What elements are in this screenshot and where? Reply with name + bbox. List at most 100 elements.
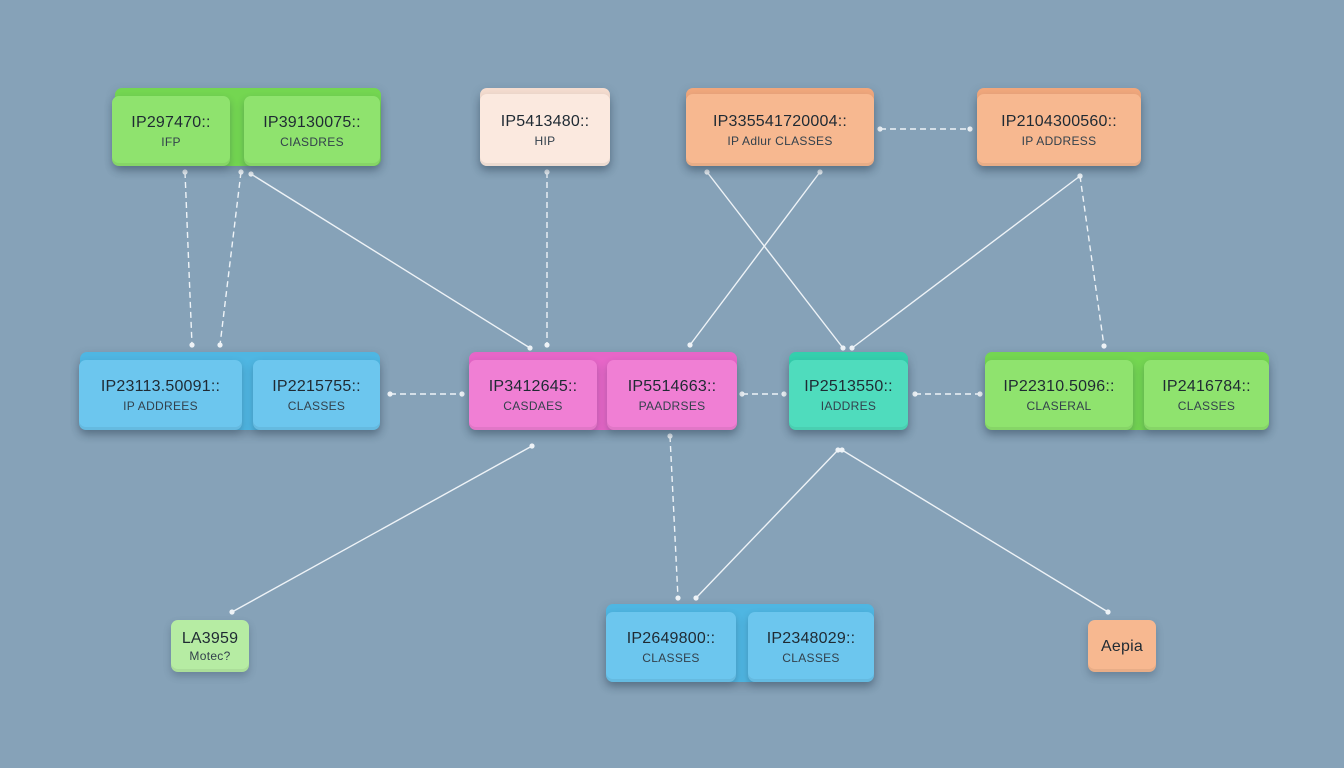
connector-endpoint xyxy=(977,391,983,397)
connector-endpoint xyxy=(687,342,693,348)
node-title: Aepia xyxy=(1101,637,1143,655)
node-group-top-right-a: IP335541720004:: IP Adlur CLASSES xyxy=(686,88,874,166)
connector-endpoint xyxy=(238,169,244,175)
connector-endpoint xyxy=(229,609,235,615)
connector-endpoint xyxy=(1105,609,1111,615)
node-title: IP3412645:: xyxy=(488,377,578,395)
node-subtitle: PAADRSES xyxy=(638,398,706,413)
connector-line xyxy=(184,171,193,346)
connector-endpoint xyxy=(835,447,841,453)
node-subtitle: IP Adlur CLASSES xyxy=(727,133,833,148)
node-ip2348029[interactable]: IP2348029:: CLASSES xyxy=(748,612,874,682)
connector-endpoint xyxy=(459,391,465,397)
connector-endpoint xyxy=(877,126,883,132)
connector-endpoint xyxy=(817,169,823,175)
connector-endpoint xyxy=(739,391,745,397)
node-subtitle: IFP xyxy=(161,134,181,149)
connector-line xyxy=(841,449,1109,613)
connector-endpoint xyxy=(217,342,223,348)
node-subtitle: IADDRES xyxy=(820,398,877,413)
connector-endpoint xyxy=(544,169,550,175)
node-aepia-tile: Aepia xyxy=(1088,620,1156,672)
node-subtitle: CASDAES xyxy=(503,398,563,413)
node-ip2215755[interactable]: IP2215755:: CLASSES xyxy=(253,360,380,430)
node-aepia[interactable]: Aepia xyxy=(1088,620,1156,672)
node-ip39130075[interactable]: IP39130075:: CIASDRES xyxy=(244,96,380,166)
node-la3959[interactable]: LA3959 Motec? xyxy=(171,620,249,672)
node-subtitle: CLASSES xyxy=(1177,398,1236,413)
node-subtitle: Motec? xyxy=(189,648,231,663)
connector-endpoint xyxy=(849,345,855,351)
node-group-mid-far-right: IP22310.5096:: CLASERAL IP2416784:: CLAS… xyxy=(985,352,1269,430)
connector-line xyxy=(1079,175,1105,347)
connector-line xyxy=(219,171,242,346)
node-title: IP335541720004:: xyxy=(713,112,847,130)
node-subtitle: HIP xyxy=(534,133,556,148)
connector-line xyxy=(689,171,821,346)
node-title: IP2416784:: xyxy=(1162,377,1251,395)
connector-endpoint xyxy=(967,126,973,132)
node-ip2513550[interactable]: IP2513550:: IADDRES xyxy=(789,360,908,430)
node-ip3412645[interactable]: IP3412645:: CASDAES xyxy=(469,360,597,430)
node-la3959-tile: LA3959 Motec? xyxy=(171,620,249,672)
node-ip297470[interactable]: IP297470:: IFP xyxy=(112,96,230,166)
connector-endpoint xyxy=(1077,173,1083,179)
node-title: IP39130075:: xyxy=(263,113,361,131)
connector-line xyxy=(851,175,1081,349)
node-ip335541720004[interactable]: IP335541720004:: IP Adlur CLASSES xyxy=(686,94,874,166)
connector-line xyxy=(250,173,531,349)
connector-endpoint xyxy=(693,595,699,601)
node-title: IP2649800:: xyxy=(626,629,716,647)
connector-endpoint xyxy=(839,447,845,453)
connector-endpoint xyxy=(189,342,195,348)
node-subtitle: IP ADDRESS xyxy=(1021,133,1097,148)
node-group-mid-center: IP3412645:: CASDAES IP5514663:: PAADRSES xyxy=(469,352,737,430)
node-subtitle: IP ADDREES xyxy=(123,398,198,413)
node-title: IP2348029:: xyxy=(766,629,856,647)
node-title: IP2104300560:: xyxy=(1001,112,1117,130)
node-title: IP5413480:: xyxy=(500,112,590,130)
connector-endpoint xyxy=(544,342,550,348)
node-title: IP22310.5096:: xyxy=(1003,377,1115,395)
connector-line xyxy=(695,449,839,599)
connector-endpoint xyxy=(781,391,787,397)
node-group-top-center: IP5413480:: HIP xyxy=(480,88,610,166)
connector-endpoint xyxy=(704,169,710,175)
node-title: IP23113.50091:: xyxy=(100,377,221,395)
connector-endpoint xyxy=(840,345,846,351)
node-ip5514663[interactable]: IP5514663:: PAADRSES xyxy=(607,360,737,430)
node-title: IP297470:: xyxy=(131,113,211,131)
connector-endpoint xyxy=(387,391,393,397)
connector-line xyxy=(706,171,844,349)
connector-endpoint xyxy=(182,169,188,175)
connector-endpoint xyxy=(248,171,254,177)
node-title: IP2513550:: xyxy=(804,377,893,395)
node-subtitle: CLASSES xyxy=(287,398,346,413)
node-ip2649800[interactable]: IP2649800:: CLASSES xyxy=(606,612,736,682)
node-title: LA3959 xyxy=(181,629,239,647)
connector-line xyxy=(669,435,679,599)
node-ip23113-50091[interactable]: IP23113.50091:: IP ADDREES xyxy=(79,360,242,430)
node-subtitle: CIASDRES xyxy=(280,134,344,149)
node-ip2416784[interactable]: IP2416784:: CLASSES xyxy=(1144,360,1269,430)
node-group-mid-right: IP2513550:: IADDRES xyxy=(789,352,908,430)
node-subtitle: CLASERAL xyxy=(1026,398,1092,413)
node-ip22310-5096[interactable]: IP22310.5096:: CLASERAL xyxy=(985,360,1133,430)
node-title: IP5514663:: xyxy=(627,377,717,395)
node-subtitle: CLASSES xyxy=(642,650,700,665)
connector-endpoint xyxy=(527,345,533,351)
connector-endpoint xyxy=(529,443,535,449)
connector-line xyxy=(231,445,533,613)
node-group-mid-left: IP23113.50091:: IP ADDREES IP2215755:: C… xyxy=(79,352,380,430)
node-ip5413480[interactable]: IP5413480:: HIP xyxy=(480,94,610,166)
node-group-bottom-center: IP2649800:: CLASSES IP2348029:: CLASSES xyxy=(606,604,874,682)
connector-endpoint xyxy=(912,391,918,397)
node-subtitle: CLASSES xyxy=(782,650,840,665)
node-title: IP2215755:: xyxy=(272,377,361,395)
connector-endpoint xyxy=(675,595,681,601)
connector-endpoint xyxy=(667,433,673,439)
node-ip2104300560[interactable]: IP2104300560:: IP ADDRESS xyxy=(977,94,1141,166)
node-group-top-right-b: IP2104300560:: IP ADDRESS xyxy=(977,88,1141,166)
node-group-top-left: IP297470:: IFP IP39130075:: CIASDRES xyxy=(112,88,381,166)
